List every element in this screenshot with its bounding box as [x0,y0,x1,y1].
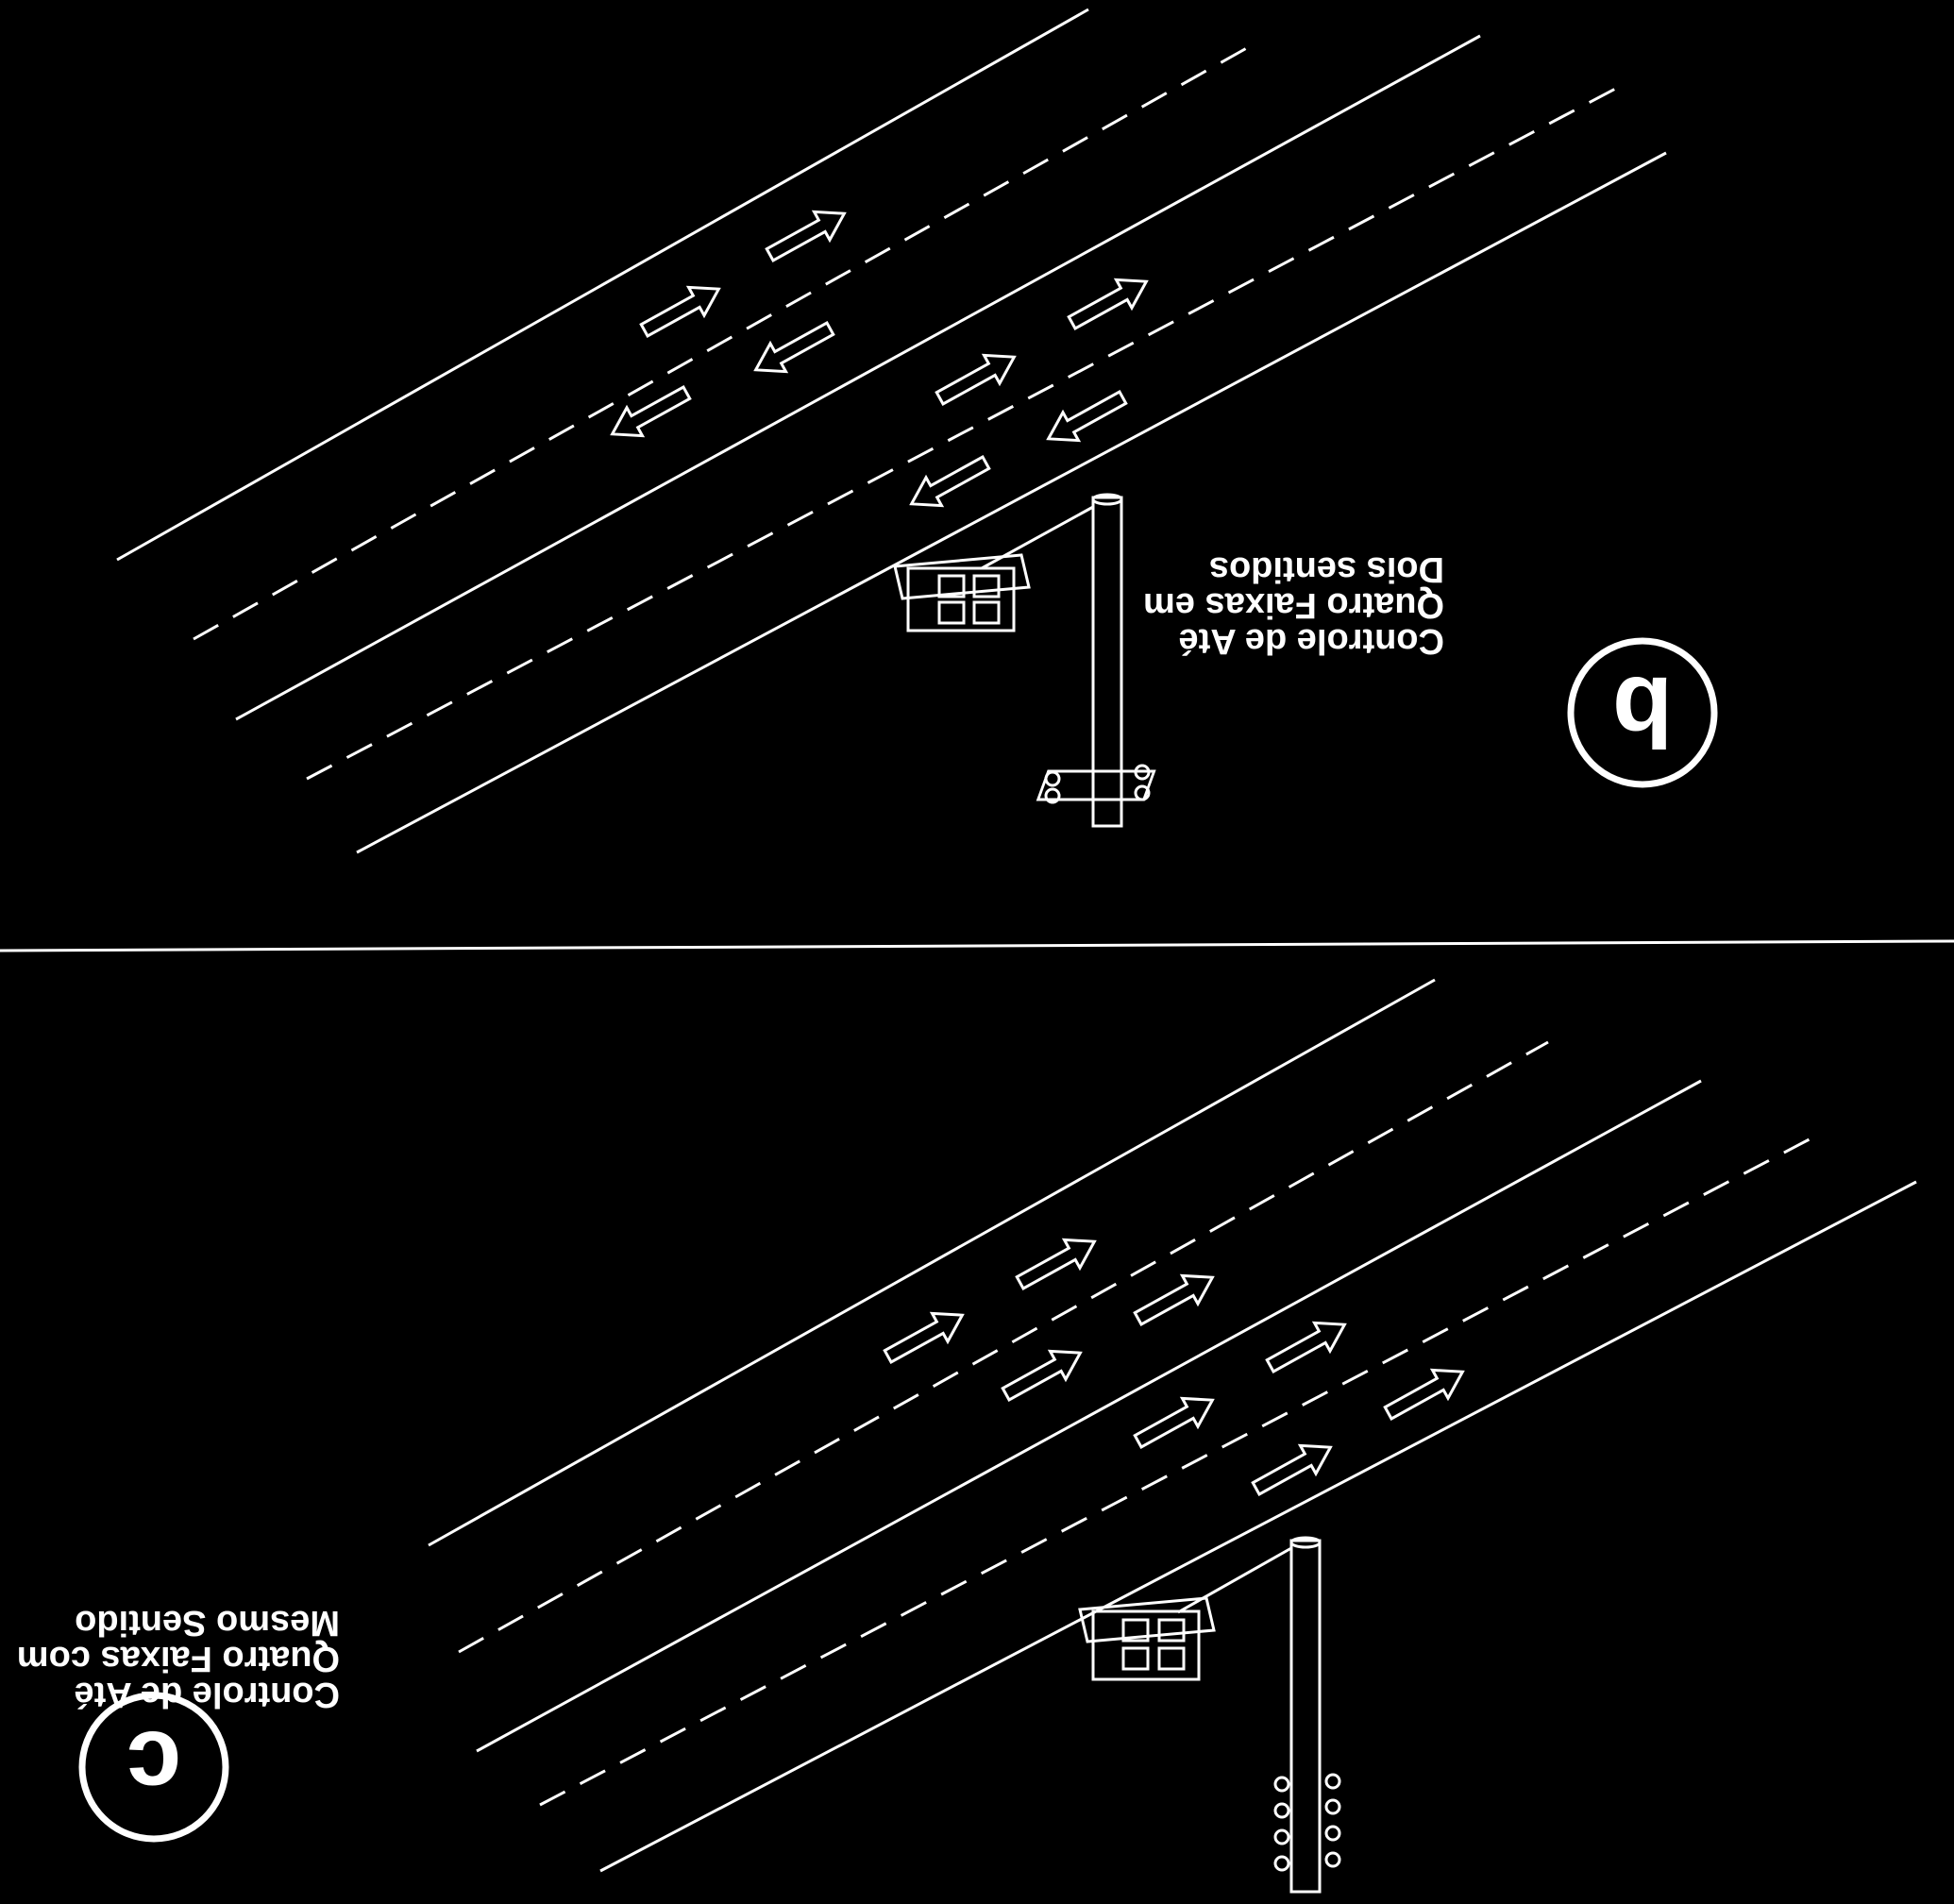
pole-bracket-stack [1273,1773,1341,1872]
road-center-line [235,34,1481,721]
lane-arrow-forward [883,1311,965,1364]
lane-divider-dashed [458,1040,1549,1654]
pole-bracket [1036,764,1156,804]
control-box [893,553,1031,632]
panel-c-lane-arrows [883,1238,1465,1496]
lane-arrow-forward [1251,1443,1333,1496]
lane-arrow-backward [610,385,692,438]
lane-arrow-backward [753,321,835,374]
lane-arrow-forward [1383,1368,1465,1421]
lane-arrow-forward [765,210,847,262]
panel-b-label: b Controle de Até Quatro Faixas em Dois … [1143,549,1718,788]
panel-b-lane-arrows [610,210,1149,508]
lane-arrow-forward [1133,1396,1215,1449]
badge-circle [78,1692,229,1843]
road-edge-line [116,8,1089,562]
cable [1177,1546,1292,1614]
panel-badge-letter: b [1612,656,1673,767]
caption-line-3: Dois sentidos [1209,549,1444,589]
panel-c-label: c Controle de Até Quatro Faixas com Mesm… [17,1603,341,1843]
panel-separator [0,939,1954,952]
pole-top [1289,1536,1322,1549]
pole [1091,496,1123,828]
pole-top [1091,493,1123,506]
road-edge-line [356,151,1667,854]
lane-divider-dashed [306,85,1620,781]
lane-divider-dashed [193,43,1253,641]
road-center-line [476,1079,1702,1753]
lane-arrow-backward [909,455,991,508]
pole [1289,1539,1322,1894]
road-edge-line [428,978,1436,1547]
lane-arrow-forward [935,353,1017,406]
caption-line-1: Controle de Até [1179,621,1445,661]
lane-arrow-forward [1067,278,1149,330]
lane-arrow-forward [1133,1273,1215,1326]
lane-arrow-backward [1046,390,1128,443]
caption-line-2: Quatro Faixas em [1143,585,1444,625]
lane-divider-dashed [539,1131,1823,1807]
badge-circle [1567,637,1718,788]
panel-c-road [428,978,1917,1873]
caption-line-1: Controle de Até [75,1675,341,1714]
lane-arrow-forward [1001,1349,1083,1402]
caption-line-3: Mesmo Sentido [75,1603,340,1643]
panel-badge-letter: c [126,1710,181,1821]
panel-b-road [116,8,1667,854]
caption-line-2: Quatro Faixas com [17,1639,340,1678]
lane-arrow-forward [639,285,721,338]
panel-c-pole [1078,1536,1341,1894]
road-edge-line [599,1180,1917,1873]
control-box [1078,1596,1216,1681]
lane-arrow-forward [1015,1238,1097,1290]
panel-c: c Controle de Até Quatro Faixas com Mesm… [17,978,1917,1894]
lane-arrow-forward [1265,1321,1347,1373]
panel-b-pole [893,493,1156,828]
panel-b: b Controle de Até Quatro Faixas em Dois … [116,8,1718,854]
